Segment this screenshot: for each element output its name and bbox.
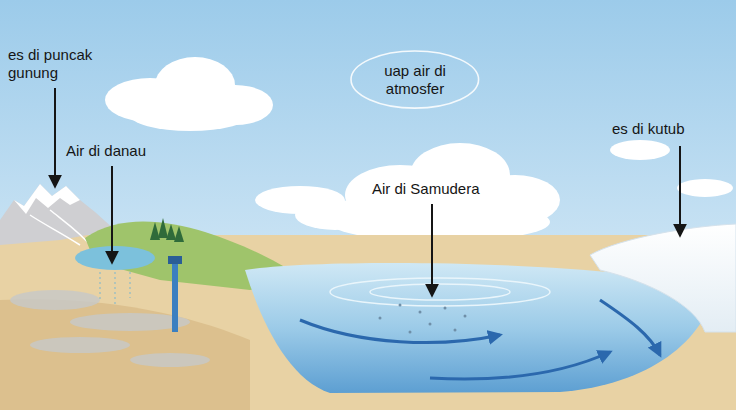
vapor-ellipse: uap air di atmosfer: [350, 50, 480, 109]
pump: [168, 256, 182, 264]
streams: [30, 210, 95, 250]
groundwater: [10, 290, 210, 367]
ellipse-shape: [351, 51, 479, 108]
ocean-rings: [330, 278, 550, 306]
clouds: [105, 57, 733, 253]
leader-arrows: [55, 88, 680, 295]
lake: [75, 246, 155, 270]
lake-label: Air di danau: [66, 142, 146, 160]
evaporation-dots: [379, 304, 467, 334]
peak-ice-label: es di puncak gunung: [8, 46, 118, 82]
snow: [14, 184, 80, 214]
polar-ice-label: es di kutub: [612, 120, 685, 138]
rain-seep: [100, 272, 130, 305]
polar-ice: [590, 224, 736, 332]
well: [172, 262, 178, 332]
ground-layer: [0, 299, 250, 410]
ocean-currents: [300, 300, 660, 379]
trees: [150, 218, 184, 242]
vapor-text: uap air di atmosfer: [375, 62, 455, 98]
ocean-label: Air di Samudera: [372, 180, 480, 198]
